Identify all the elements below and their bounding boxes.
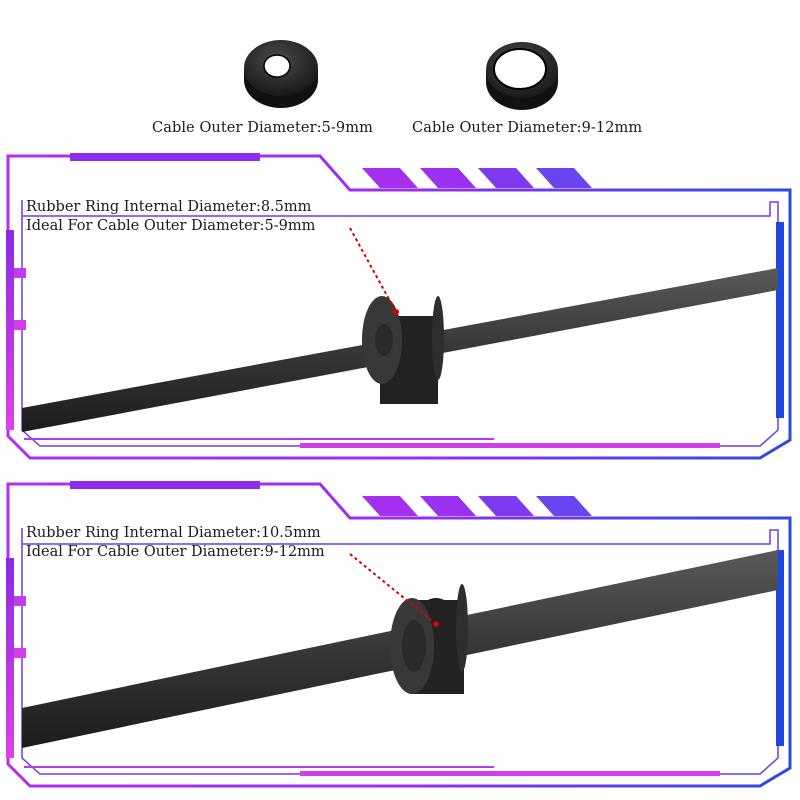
panel-label-line1: Rubber Ring Internal Diameter:10.5mm <box>26 525 321 541</box>
panel-frame <box>6 153 792 460</box>
panel-label-line2: Ideal For Cable Outer Diameter:9-12mm <box>26 544 325 560</box>
large-ring-caption: Cable Outer Diameter:9-12mm <box>412 120 643 136</box>
small-ring-caption: Cable Outer Diameter:5-9mm <box>152 120 373 136</box>
rubber-ring-10.5mm <box>390 584 468 694</box>
large-rubber-ring-icon <box>486 42 558 110</box>
panel-label-line1: Rubber Ring Internal Diameter:8.5mm <box>26 199 312 215</box>
panel-large-ring: Rubber Ring Internal Diameter:10.5mm Ide… <box>0 478 800 798</box>
leader-line <box>349 553 437 625</box>
small-rubber-ring-icon <box>244 40 318 108</box>
rubber-ring-8.5mm <box>362 296 444 404</box>
leader-line <box>349 227 397 313</box>
panel-label-line2: Ideal For Cable Outer Diameter:5-9mm <box>26 218 316 234</box>
panel-frame <box>6 481 792 788</box>
panel-small-ring: Rubber Ring Internal Diameter:8.5mm Idea… <box>0 150 800 470</box>
